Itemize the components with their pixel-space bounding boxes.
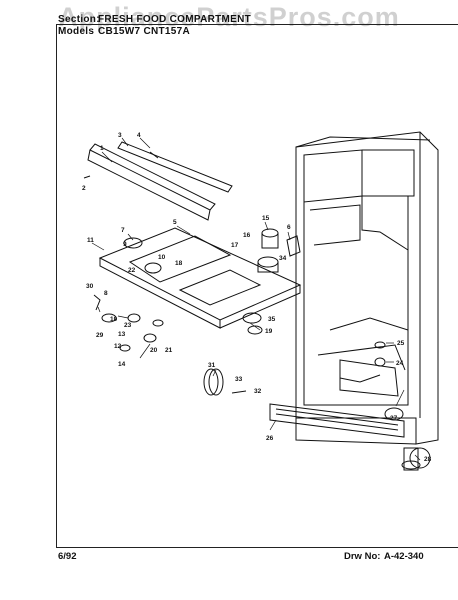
drawing-label: Drw No: [344, 551, 381, 562]
callout-3: 3 [118, 132, 122, 139]
callout-17: 17 [231, 242, 239, 249]
control-plate [98, 227, 302, 329]
callout-28: 28 [424, 456, 432, 463]
callout-15: 15 [262, 215, 270, 222]
callout-7: 7 [121, 227, 125, 234]
callout-21: 21 [165, 347, 173, 354]
callout-10b: 10 [158, 254, 166, 261]
footer-rule [56, 547, 458, 548]
callout-2: 2 [82, 185, 86, 192]
callout-6: 6 [287, 224, 291, 231]
callout-33: 33 [235, 376, 243, 383]
section-label: Section: [58, 14, 100, 25]
leveling-leg [401, 447, 431, 471]
callout-4: 4 [137, 132, 141, 139]
callout-8: 8 [104, 290, 108, 297]
leader-lines [91, 137, 421, 461]
callout-23: 23 [124, 322, 132, 329]
drawing-frame [56, 24, 458, 548]
models-label: Models [58, 26, 95, 37]
callout-14: 14 [118, 361, 126, 368]
cabinet [295, 131, 439, 445]
callout-25: 25 [397, 340, 405, 347]
callout-31: 31 [208, 362, 216, 369]
callout-10: 10 [110, 316, 118, 323]
callout-12: 12 [114, 343, 122, 350]
callout-5: 5 [173, 219, 177, 226]
callout-24: 24 [396, 360, 404, 367]
section-title: FRESH FOOD COMPARTMENT [98, 14, 252, 25]
callout-20: 20 [150, 347, 158, 354]
callout-26: 26 [266, 435, 274, 442]
drawing-number: A-42-340 [384, 551, 424, 562]
watermark: AppliancePartsPros.com [58, 2, 400, 32]
callout-1: 1 [100, 145, 104, 152]
callout-29: 29 [96, 332, 104, 339]
callout-32: 32 [254, 388, 262, 395]
toe-grille [269, 403, 405, 438]
callout-19: 19 [265, 328, 273, 335]
callout-18: 18 [175, 260, 183, 267]
callout-13: 13 [118, 331, 126, 338]
callout-numbers: 1 2 3 4 5 6 7 8 9 10 10 11 12 13 14 15 1… [82, 132, 432, 463]
footer-date: 6/92 [58, 551, 77, 562]
callout-11: 11 [87, 237, 94, 244]
callout-30: 30 [86, 283, 94, 290]
callout-27: 27 [390, 415, 398, 422]
models-value: CB15W7 CNT157A [98, 26, 191, 37]
callout-35: 35 [268, 316, 276, 323]
components [83, 175, 404, 421]
callout-22: 22 [128, 267, 136, 274]
top-rails [87, 141, 233, 221]
callout-9: 9 [123, 241, 127, 248]
callout-34: 34 [279, 255, 287, 262]
callout-16: 16 [243, 232, 251, 239]
